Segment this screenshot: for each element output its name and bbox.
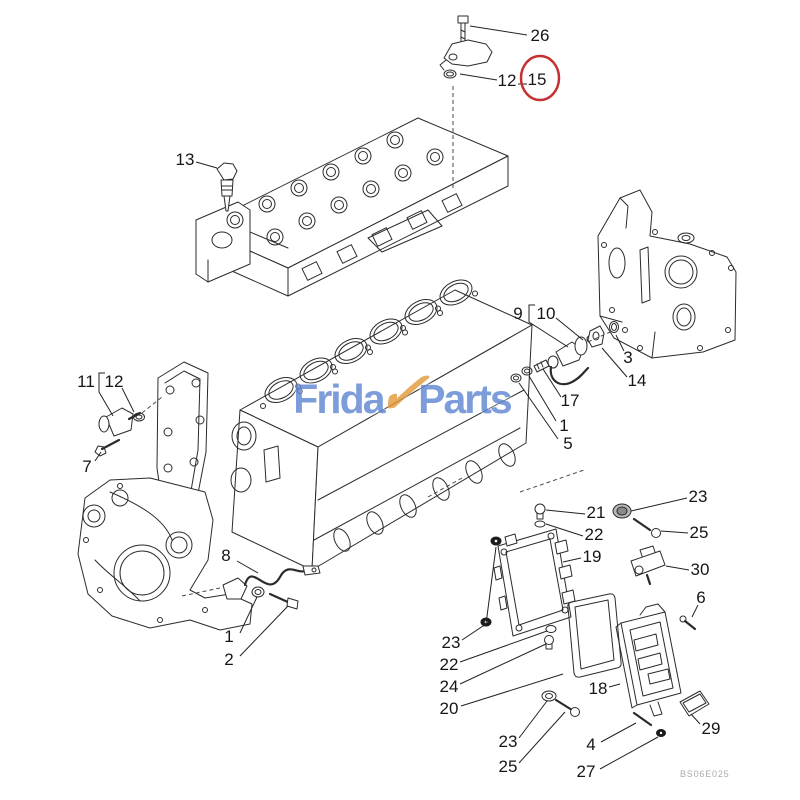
leader-line-14 [601, 347, 628, 378]
part-label-7: 7 [82, 457, 92, 476]
highlight-circle [519, 54, 561, 102]
leader-line-13 [195, 161, 218, 169]
leader-line-27 [599, 736, 659, 770]
construction-dashed-line [141, 396, 163, 414]
part-label-30: 30 [690, 560, 710, 579]
leader-line-24 [459, 643, 547, 685]
part-label-4: 4 [586, 735, 596, 754]
part-label-22: 22 [584, 525, 604, 544]
part-label-23: 23 [498, 732, 518, 751]
bracket-30-drawing [630, 545, 666, 586]
leader-line-26 [469, 25, 528, 36]
label-bracket [528, 304, 569, 348]
leader-line-20 [460, 673, 564, 707]
leader-line-2 [239, 605, 289, 657]
bracket-plate-drawing [493, 528, 576, 637]
ecu-drawing [615, 603, 682, 717]
part-label-3: 3 [623, 348, 633, 367]
part-label-22: 22 [439, 655, 459, 674]
part-label-25: 25 [498, 757, 518, 776]
leader-line-23 [630, 497, 688, 512]
leader-line-29 [690, 713, 701, 725]
leader-line-3 [615, 334, 625, 352]
leader-line-12 [459, 73, 498, 81]
leader-line-4 [600, 722, 637, 743]
part-label-18: 18 [588, 679, 608, 698]
part-label-15: 15 [527, 70, 547, 89]
part-label-12: 12 [104, 372, 124, 391]
part-label-14: 14 [627, 371, 647, 390]
leader-line-22 [459, 630, 548, 663]
leader-line-23 [485, 546, 497, 625]
part-label-20: 20 [439, 699, 459, 718]
part-label-27: 27 [576, 762, 596, 781]
drawing-code: BS06E025 [680, 769, 730, 779]
leader-line-6 [691, 604, 699, 618]
cylinder-head-drawing [195, 117, 509, 297]
leader-line-1 [239, 596, 258, 634]
part-label-10: 10 [536, 304, 556, 323]
leader-line-10 [555, 317, 584, 341]
leader-line-5 [518, 382, 559, 440]
part-label-23: 23 [441, 633, 461, 652]
part-label-25: 25 [689, 523, 709, 542]
part-label-17: 17 [560, 391, 580, 410]
leader-line-22 [545, 523, 584, 537]
leader-line-21 [545, 509, 586, 515]
small-parts-drawing [94, 15, 697, 737]
part-label-19: 19 [582, 547, 602, 566]
part-label-6: 6 [696, 588, 706, 607]
part-label-11: 11 [77, 372, 95, 391]
part-label-8: 8 [221, 546, 231, 565]
leader-line-23 [518, 700, 548, 739]
part-label-26: 26 [530, 26, 550, 45]
part-label-13: 13 [175, 150, 195, 169]
part-label-23: 23 [688, 487, 708, 506]
leader-line-7 [94, 451, 102, 462]
construction-dashed-line [519, 469, 585, 493]
leader-line-19 [562, 557, 582, 563]
part-label-5: 5 [563, 434, 573, 453]
leader-line-23 [461, 623, 487, 641]
gasket-drawing [567, 593, 622, 678]
engine-block-drawing [230, 279, 533, 571]
part-label-1: 1 [224, 627, 234, 646]
leader-line-18 [608, 683, 621, 688]
label-bracket [98, 372, 114, 417]
part-label-29: 29 [701, 719, 721, 738]
leader-line-17 [542, 368, 562, 398]
leader-line-8 [236, 560, 259, 574]
leader-line-12 [121, 387, 135, 413]
part-label-1: 1 [559, 416, 569, 435]
pad-drawing [679, 690, 710, 717]
part-label-21: 21 [586, 503, 606, 522]
leader-line-30 [665, 565, 690, 571]
leader-line-25 [518, 711, 566, 764]
part-label-2: 2 [224, 650, 234, 669]
part-label-24: 24 [439, 677, 459, 696]
part-label-9: 9 [513, 304, 523, 323]
part-label-12: 12 [497, 71, 517, 90]
leader-line-1 [528, 375, 557, 422]
timing-gear-housing-drawing [597, 189, 737, 359]
leader-line-25 [660, 530, 689, 534]
